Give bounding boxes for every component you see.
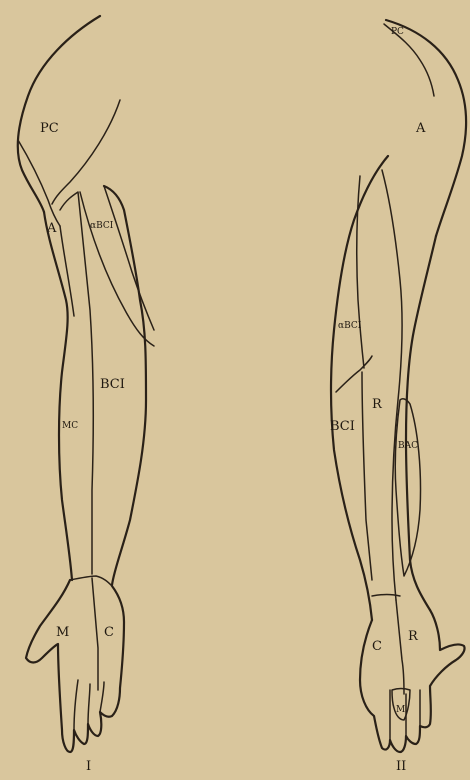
right-hand-cr-division bbox=[396, 600, 404, 694]
right-arm-outer-contour bbox=[406, 236, 436, 610]
left-hand-finger-line-3 bbox=[100, 682, 104, 712]
right-arm-shoulder-outline bbox=[386, 20, 466, 236]
left-label-bci: BCI bbox=[100, 377, 125, 392]
right-label-pc: PC bbox=[391, 27, 404, 37]
right-label-r-hand: R bbox=[408, 629, 419, 644]
left-arm-a-upper bbox=[18, 140, 60, 226]
left-hand-finger-line-2 bbox=[88, 684, 90, 724]
left-arm-wrist-line bbox=[70, 576, 112, 586]
right-label-r: R bbox=[372, 397, 383, 412]
right-figure-caption: II bbox=[396, 759, 406, 774]
right-arm-wrist-line bbox=[372, 595, 400, 597]
right-label-bac: BAC bbox=[398, 441, 418, 451]
left-arm-abci-right bbox=[104, 186, 154, 330]
figure-right: PC A αBCI R BCI BAC C R M II bbox=[330, 20, 466, 774]
figure-left: PC A αBCI BCI MC M C I bbox=[18, 16, 154, 774]
right-label-abci: αBCI bbox=[338, 321, 362, 331]
left-hand-outline bbox=[26, 580, 124, 752]
left-label-a: A bbox=[46, 221, 57, 236]
left-label-pc: PC bbox=[40, 121, 59, 136]
left-hand-finger-line-1 bbox=[74, 680, 78, 730]
left-label-abci: αBCI bbox=[90, 221, 114, 231]
right-label-c: C bbox=[372, 639, 382, 654]
left-arm-outer-contour bbox=[44, 212, 72, 580]
left-figure-caption: I bbox=[86, 759, 91, 774]
right-arm-bci-line bbox=[362, 372, 372, 580]
left-label-c: C bbox=[104, 625, 114, 640]
right-label-m: M bbox=[396, 705, 405, 715]
right-arm-abci-lower bbox=[336, 356, 372, 392]
left-label-m: M bbox=[56, 625, 69, 640]
left-arm-shoulder-outline bbox=[18, 16, 100, 212]
left-label-mc: MC bbox=[62, 421, 78, 431]
right-label-bci: BCI bbox=[330, 419, 355, 434]
right-label-a: A bbox=[415, 121, 426, 136]
left-hand-mc-division bbox=[92, 578, 98, 690]
